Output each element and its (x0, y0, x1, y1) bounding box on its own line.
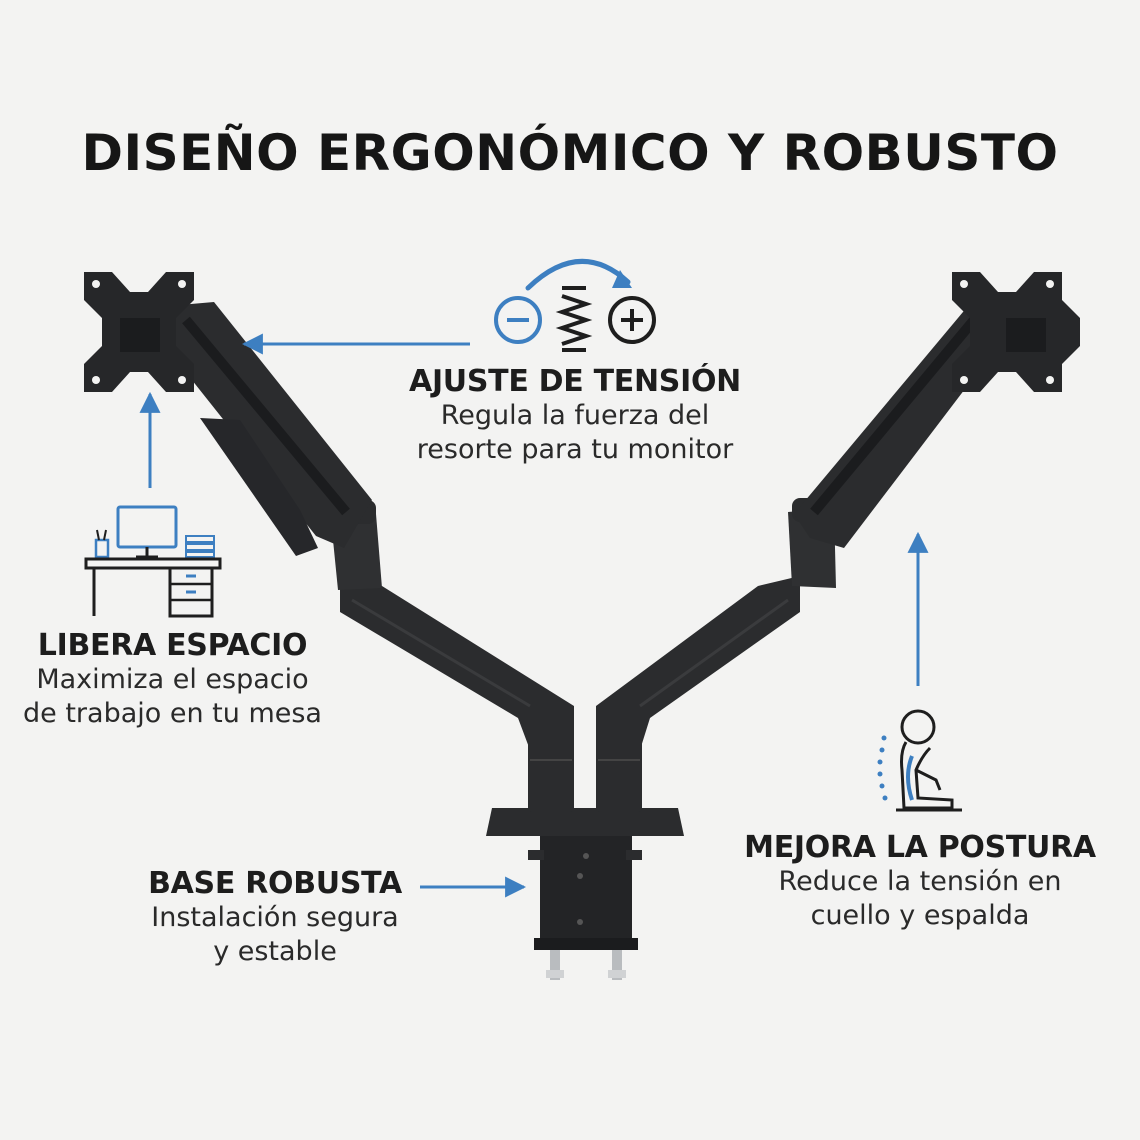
feature-space: LIBERA ESPACIO Maximiza el espacio de tr… (0, 628, 345, 731)
feature-desc-line1: Reduce la tensión en (778, 866, 1062, 897)
left-arm (84, 272, 574, 750)
feature-desc-line1: Maximiza el espacio (36, 664, 309, 695)
feature-title: LIBERA ESPACIO (37, 628, 308, 663)
posture-person-icon (877, 709, 962, 812)
feature-posture: MEJORA LA POSTURA Reduce la tensión en c… (720, 830, 1120, 933)
desk-workspace-icon (84, 505, 222, 618)
feature-base: BASE ROBUSTA Instalación segura y establ… (110, 866, 440, 969)
page-title: DISEÑO ERGONÓMICO Y ROBUSTO (81, 124, 1059, 182)
right-vesa-plate (952, 272, 1080, 392)
feature-title: BASE ROBUSTA (148, 866, 402, 901)
spring-tension-icon (494, 259, 656, 352)
monitor-arm-product (84, 272, 1080, 980)
feature-desc-line2: cuello y espalda (810, 900, 1030, 931)
feature-desc-line2: de trabajo en tu mesa (23, 698, 322, 729)
left-vesa-plate (84, 272, 194, 392)
feature-desc-line2: y estable (213, 936, 337, 967)
feature-desc-line2: resorte para tu monitor (416, 434, 734, 465)
feature-desc-line1: Regula la fuerza del (440, 400, 710, 431)
feature-title: AJUSTE DE TENSIÓN (409, 364, 741, 399)
right-arm (596, 272, 1080, 750)
feature-title: MEJORA LA POSTURA (744, 830, 1096, 865)
feature-tension: AJUSTE DE TENSIÓN Regula la fuerza del r… (365, 364, 785, 467)
desk-clamp (486, 808, 684, 980)
feature-desc-line1: Instalación segura (151, 902, 399, 933)
